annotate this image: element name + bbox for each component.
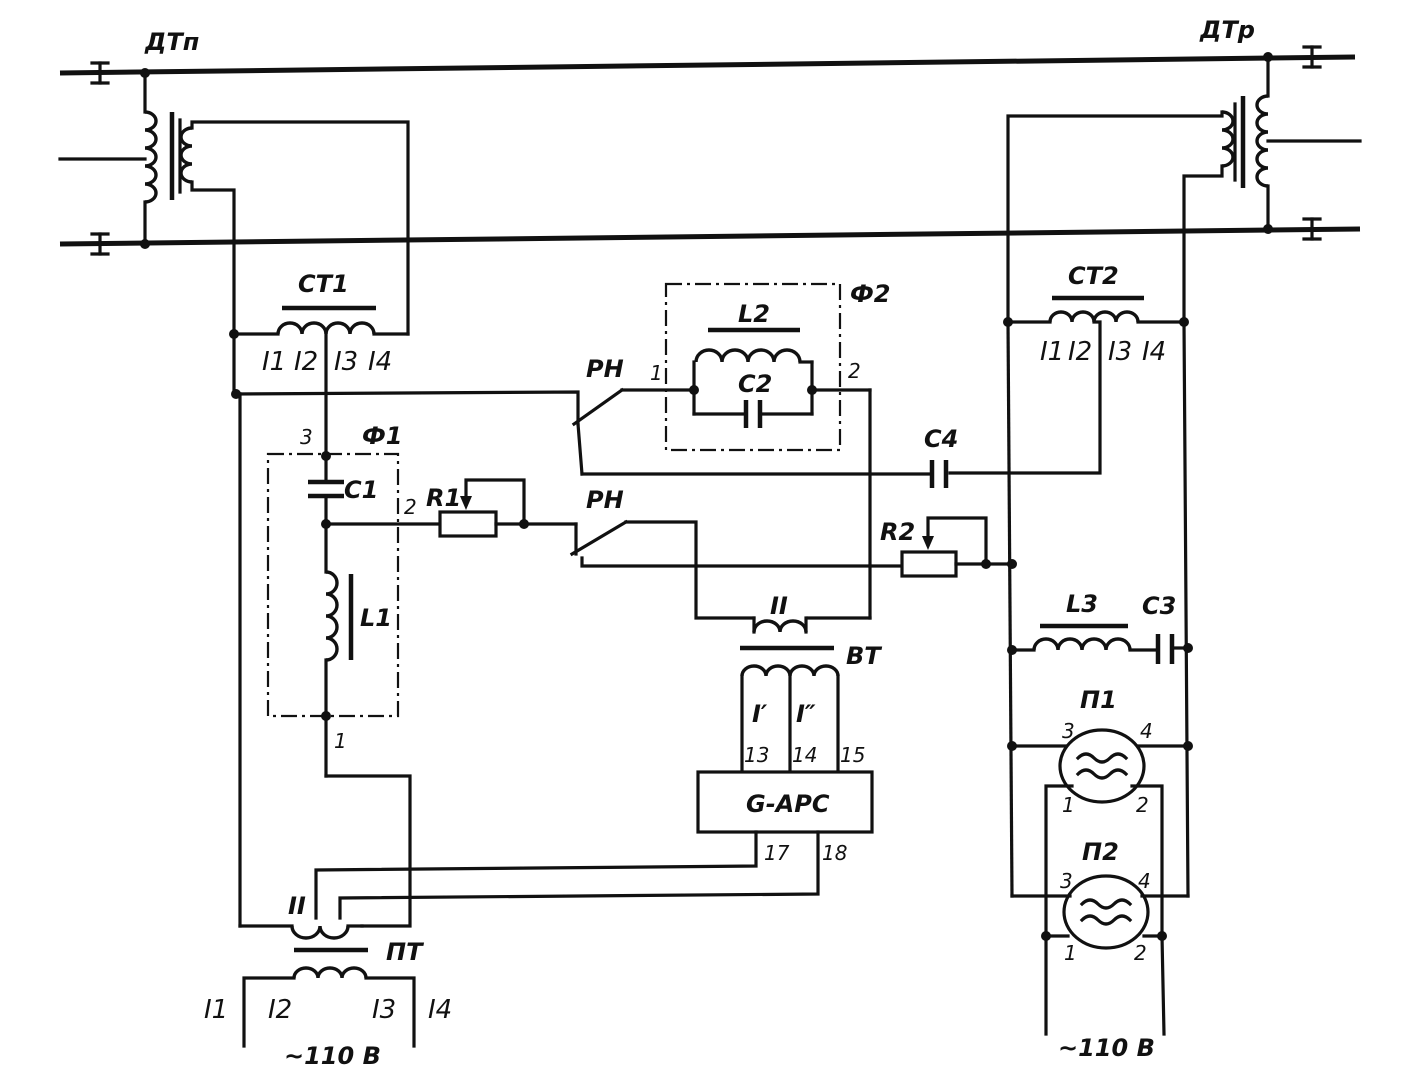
pt-tap-4: I4: [428, 995, 452, 1025]
g-ars-pin-17: 17: [764, 841, 790, 865]
vt-winding-ii: II: [770, 592, 788, 620]
generator-g-ars: G-АРС 13 14 15 17 18: [314, 743, 874, 920]
ct1-tap-2: I2: [294, 347, 318, 377]
ct2-tap-2: I2: [1068, 337, 1092, 367]
ct1-tap-1: I1: [262, 347, 286, 377]
c3-label: C3: [1142, 592, 1176, 620]
transformer-ct1: СТ1 I1 I2 I3 I4: [229, 270, 410, 460]
p2-pin-4: 4: [1138, 869, 1151, 893]
l2-label: L2: [738, 300, 770, 328]
resistor-r1: R1: [426, 478, 578, 538]
ct1-label: СТ1: [298, 270, 349, 298]
rail-lines: [58, 54, 1362, 247]
supply-left-label: ~110 В: [284, 1042, 381, 1070]
c2-label: C2: [738, 370, 772, 398]
ct2-label: СТ2: [1068, 262, 1119, 290]
filter-f2: Ф2 L2 C2 1 2: [650, 280, 891, 620]
g-ars-pin-13: 13: [744, 743, 769, 767]
lamp-p2: П2 3 4 1 2 ~110 В: [1010, 838, 1190, 1062]
p2-pin-2: 2: [1134, 941, 1147, 965]
resistor-r2: R2: [868, 516, 1017, 578]
g-ars-pin-15: 15: [840, 743, 865, 767]
lamp-p1: П1 3 4 1 2: [1007, 686, 1193, 938]
g-ars-pin-18: 18: [822, 841, 847, 865]
vt-label: ВТ: [846, 642, 882, 670]
ct2-tap-4: I4: [1142, 337, 1166, 367]
g-ars-pin-14: 14: [792, 743, 817, 767]
rn-top-label: РН: [586, 355, 624, 383]
f1-to-pt-wiring: [238, 774, 412, 928]
f1-pin-3: 3: [300, 425, 313, 449]
ct1-tap-3: I3: [334, 347, 358, 377]
transformer-pt: II ПТ I1 I2 I3 I4 ~110 В: [204, 892, 452, 1070]
p1-pin-4: 4: [1140, 719, 1153, 743]
dt-p-label: ДТп: [144, 28, 199, 56]
g-ars-label: G-АРС: [746, 790, 830, 818]
insulated-joint-marks: [90, 45, 1322, 256]
vt-winding-i2: I″: [796, 700, 816, 728]
f1-label: Ф1: [362, 422, 403, 450]
right-bus: [1006, 320, 1190, 898]
p1-pin-2: 2: [1136, 793, 1149, 817]
f2-pin-1: 1: [650, 361, 663, 385]
pt-label: ПТ: [386, 938, 424, 966]
capacitor-c4: C4: [924, 425, 958, 488]
f1-pin-2: 2: [404, 495, 417, 519]
relay-contact-rn-bottom: РН: [569, 486, 872, 620]
supply-right-label: ~110 В: [1058, 1034, 1155, 1062]
r1-label: R1: [426, 484, 461, 512]
vt-winding-i1: I′: [752, 700, 768, 728]
ct2-tap-3: I3: [1108, 337, 1132, 367]
transformer-vt: II ВТ I′ I″: [740, 592, 882, 774]
pt-tap-1: I1: [204, 995, 228, 1025]
pt-tap-3: I3: [372, 995, 396, 1025]
series-l3-c3: L3 C3: [1007, 590, 1193, 664]
p2-pin-3: 3: [1060, 869, 1073, 893]
filter-f1: Ф1 C1 L1 3 2 1: [266, 422, 442, 778]
transformer-dt-r: ДТр: [1006, 16, 1273, 324]
p1-pin-1: 1: [1062, 793, 1075, 817]
f2-label: Ф2: [850, 280, 891, 308]
f2-pin-2: 2: [848, 359, 861, 383]
pt-tap-2: I2: [268, 995, 292, 1025]
p2-label: П2: [1082, 838, 1119, 866]
rn-bottom-label: РН: [586, 486, 624, 514]
left-bus: [231, 332, 580, 928]
dt-r-label: ДТр: [1199, 16, 1255, 44]
p1-label: П1: [1080, 686, 1117, 714]
c4-label: C4: [924, 425, 958, 453]
relay-contact-rn-top: РН: [571, 355, 932, 476]
l1-label: L1: [360, 604, 392, 632]
ct1-tap-4: I4: [368, 347, 392, 377]
r2-label: R2: [880, 518, 915, 546]
pt-winding-ii: II: [288, 892, 306, 920]
l3-label: L3: [1066, 590, 1098, 618]
transformer-dt-p: ДТп: [140, 28, 410, 336]
c1-label: C1: [344, 476, 378, 504]
ct2-tap-1: I1: [1040, 337, 1064, 367]
transformer-ct2: СТ2 I1 I2 I3 I4: [948, 262, 1189, 475]
p2-pin-1: 1: [1064, 941, 1077, 965]
f1-pin-1: 1: [334, 729, 347, 753]
p1-pin-3: 3: [1062, 719, 1075, 743]
